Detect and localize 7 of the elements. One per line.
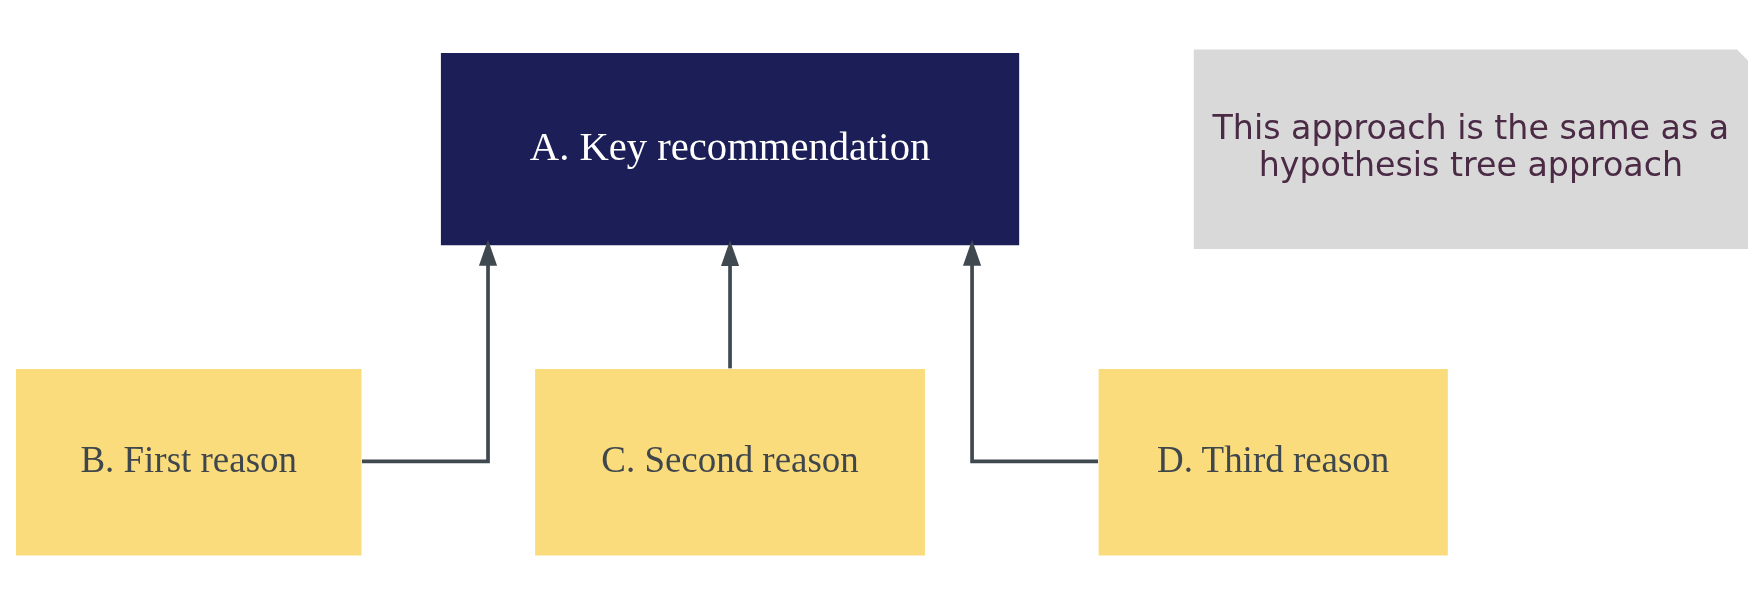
node-box: A. Key recommendation [440,52,1020,245]
arrow [361,239,498,463]
arrow [963,239,1099,463]
arrow [720,239,740,368]
node-box: B. First reason [16,368,362,556]
node-box: D. Third reason [1098,368,1448,556]
node-box: C. Second reason [535,368,925,556]
